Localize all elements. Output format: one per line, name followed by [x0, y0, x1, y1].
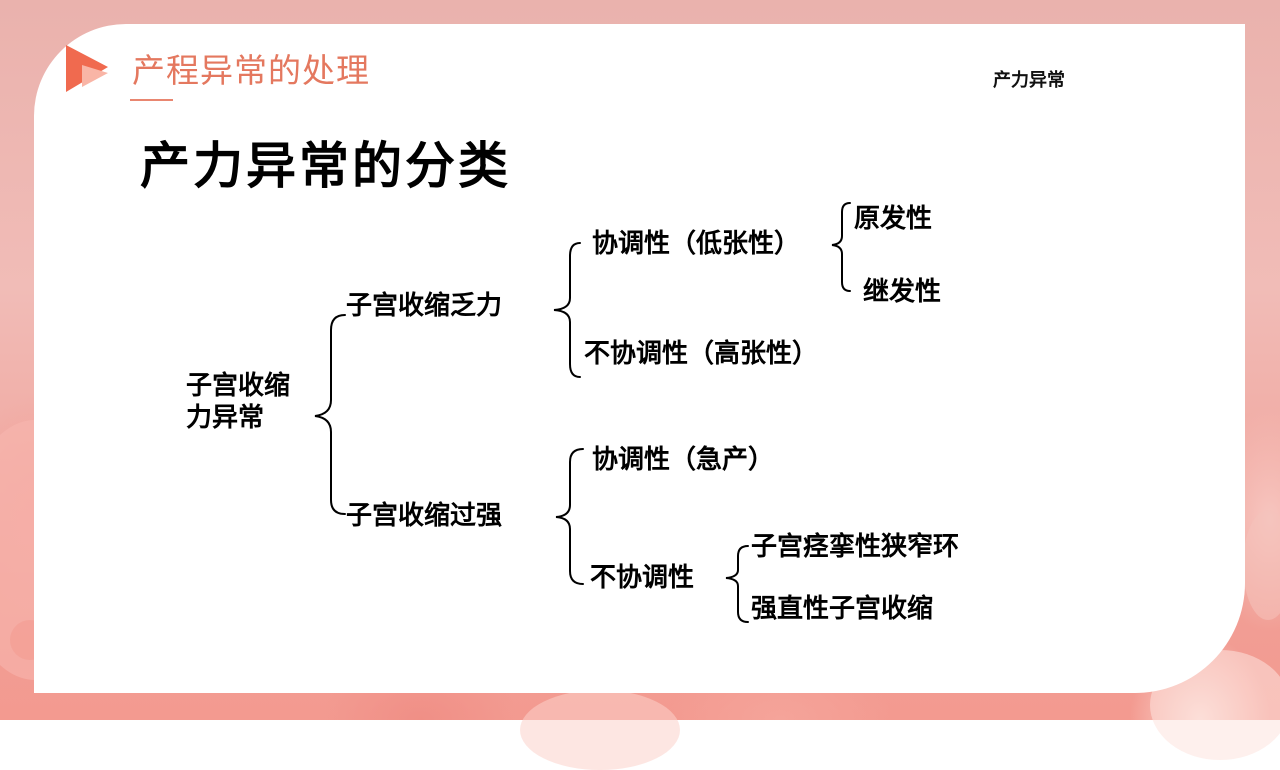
page-title: 产力异常的分类 [140, 137, 511, 195]
node-tetanic-contraction: 强直性子宫收缩 [751, 594, 934, 624]
section-title: 产程异常的处理 [132, 51, 370, 90]
node-weak-uncoordinated: 不协调性（高张性） [584, 339, 819, 369]
node-strong-coordinated: 协调性（急产） [592, 445, 775, 475]
petal-decoration [520, 690, 680, 770]
node-contraction-strong: 子宫收缩过强 [346, 501, 503, 531]
corner-tag: 产力异常 [993, 70, 1065, 91]
tree-root: 子宫收缩 力异常 [186, 370, 290, 434]
node-strong-uncoordinated: 不协调性 [590, 563, 695, 593]
node-contraction-weak: 子宫收缩乏力 [346, 291, 503, 321]
play-triangle-icon [66, 45, 108, 92]
node-weak-coordinated: 协调性（低张性） [592, 229, 801, 259]
petal-decoration [1243, 510, 1280, 620]
node-secondary: 继发性 [863, 277, 942, 307]
node-primary: 原发性 [854, 204, 933, 234]
tree-root-line-1: 子宫收缩 [186, 371, 291, 401]
content-card [34, 24, 1245, 693]
tree-root-line-2: 力异常 [186, 403, 265, 433]
section-title-underline [130, 99, 173, 101]
node-constriction-ring: 子宫痉挛性狭窄环 [751, 532, 960, 562]
